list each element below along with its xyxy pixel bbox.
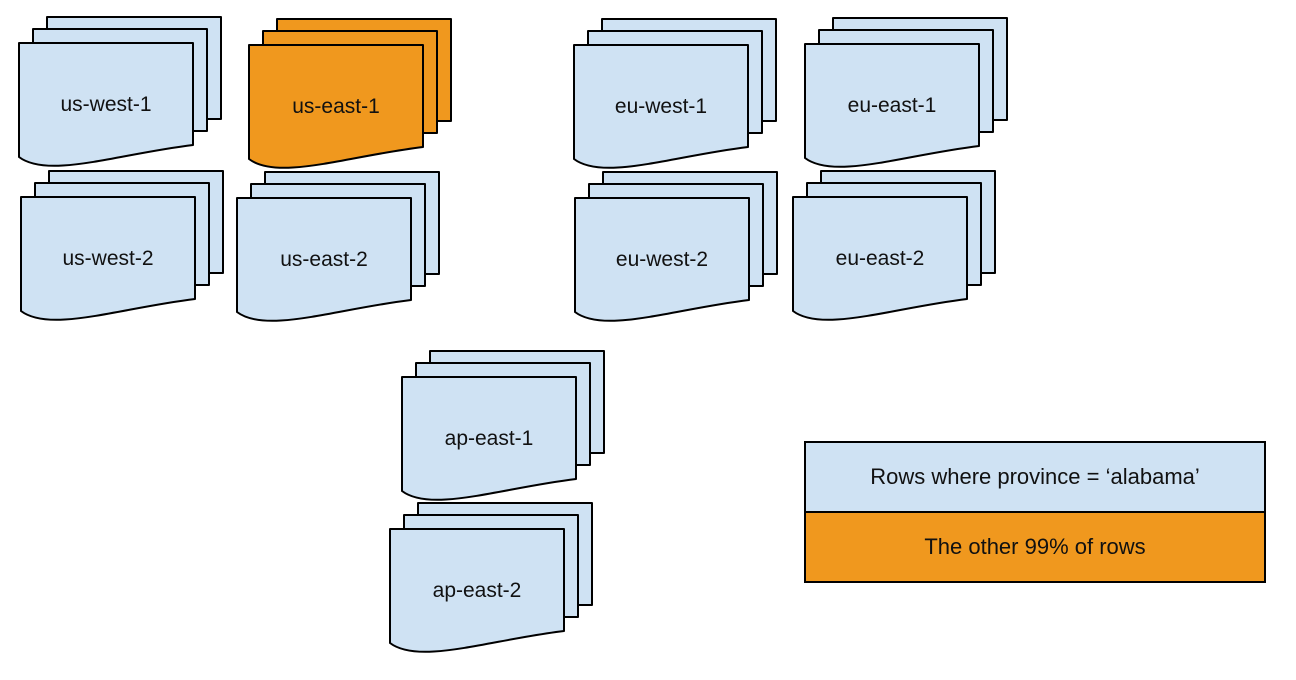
- region-label: eu-west-2: [615, 248, 709, 272]
- document-stack-icon: [18, 16, 222, 167]
- stack-us-east-2: us-east-2: [236, 171, 446, 327]
- region-label: ap-east-1: [444, 427, 534, 451]
- region-label: eu-east-1: [847, 94, 937, 118]
- stack-us-west-2: us-west-2: [20, 170, 230, 326]
- region-label: us-east-2: [280, 248, 368, 272]
- document-stack-icon: [389, 502, 593, 653]
- legend-row-other-rows: The other 99% of rows: [806, 513, 1264, 581]
- stack-eu-west-2: eu-west-2: [574, 171, 784, 327]
- stack-us-west-1: us-west-1: [18, 16, 228, 172]
- region-label: eu-west-1: [614, 95, 708, 119]
- legend-label: The other 99% of rows: [924, 534, 1146, 559]
- region-label: us-east-1: [292, 95, 380, 119]
- stack-us-east-1: us-east-1: [248, 18, 458, 174]
- document-stack-icon: [20, 170, 224, 321]
- document-stack-icon: [574, 171, 778, 322]
- stack-eu-west-1: eu-west-1: [573, 18, 783, 174]
- region-label: us-west-2: [62, 247, 154, 271]
- document-stack-icon: [401, 350, 605, 501]
- document-stack-icon: [804, 17, 1008, 168]
- region-label: us-west-1: [60, 93, 152, 117]
- region-label: eu-east-2: [835, 247, 925, 271]
- stack-eu-east-1: eu-east-1: [804, 17, 1014, 173]
- region-label: ap-east-2: [432, 579, 522, 603]
- legend-label: Rows where province = ‘alabama’: [870, 464, 1200, 489]
- stack-ap-east-1: ap-east-1: [401, 350, 611, 506]
- legend-row-alabama-rows: Rows where province = ‘alabama’: [806, 443, 1264, 513]
- document-stack-icon: [236, 171, 440, 322]
- legend: Rows where province = ‘alabama’ The othe…: [804, 441, 1266, 583]
- document-stack-icon: [792, 170, 996, 321]
- document-stack-icon: [248, 18, 452, 169]
- stack-eu-east-2: eu-east-2: [792, 170, 1002, 326]
- stack-ap-east-2: ap-east-2: [389, 502, 599, 658]
- document-stack-icon: [573, 18, 777, 169]
